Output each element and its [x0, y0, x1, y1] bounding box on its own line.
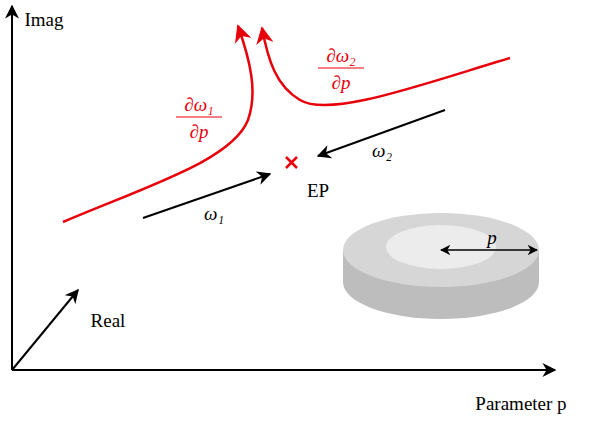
- eigenvalue-label: ω₂: [372, 141, 392, 160]
- fraction-bar: [176, 116, 222, 117]
- radius-label: p: [487, 228, 497, 247]
- ep-cross: [286, 157, 297, 168]
- radius-arrow: [441, 249, 537, 251]
- imag-axis: [11, 6, 13, 370]
- disk-resonator: [343, 213, 539, 319]
- eigenvalue-label: ω₁: [204, 204, 224, 223]
- fraction-bar: [318, 67, 364, 68]
- derivative-denominator: ∂p: [332, 73, 351, 92]
- derivative-denominator: ∂p: [190, 122, 209, 141]
- derivative-curve: [262, 28, 510, 105]
- axis-label: Real: [91, 311, 126, 330]
- ep-label: EP: [307, 181, 329, 200]
- parameter-axis: [12, 369, 555, 371]
- derivative-curve: [63, 26, 253, 222]
- real-axis: [12, 290, 78, 370]
- derivative-numerator: ∂ω₂: [326, 46, 355, 65]
- axis-label: Parameter p: [475, 394, 566, 413]
- derivative-numerator: ∂ω₁: [184, 95, 213, 114]
- axis-label: Imag: [24, 10, 63, 29]
